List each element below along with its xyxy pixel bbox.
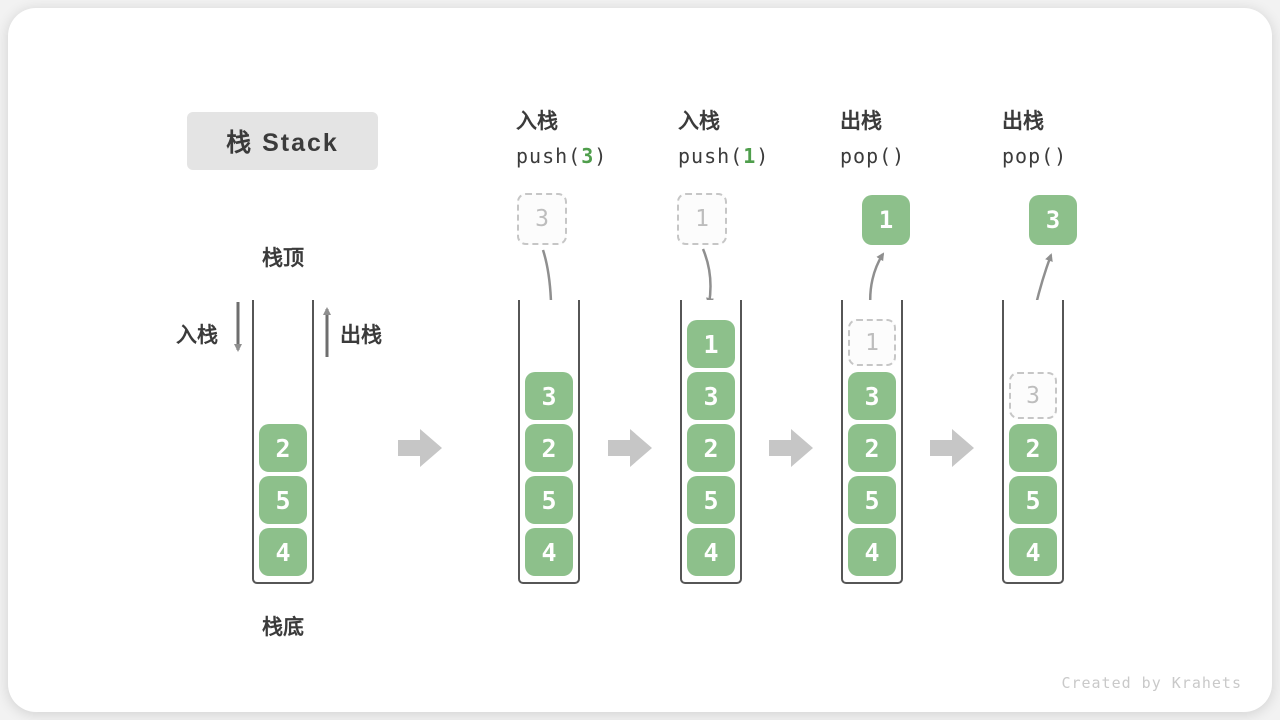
stack-block: 5 (1009, 476, 1057, 524)
removed-slot-ghost: 1 (848, 319, 896, 366)
stack-bottom-label: 栈底 (262, 616, 304, 639)
column-header-pop1: 出栈 pop() (840, 105, 980, 168)
column-header-pop2: 出栈 pop() (1002, 105, 1142, 168)
stack-block: 2 (525, 424, 573, 472)
watermark: Created by Krahets (1061, 674, 1242, 692)
stack-block: 4 (687, 528, 735, 576)
op-label: 入栈 (516, 110, 558, 133)
op-code: pop() (840, 144, 906, 168)
incoming-value-box: 1 (677, 193, 727, 245)
column-header-push3: 入栈 push(3) (516, 105, 656, 168)
stack-block: 5 (848, 476, 896, 524)
popped-value-box: 3 (1029, 195, 1077, 245)
op-code: push(1) (678, 144, 770, 168)
stack-block: 3 (687, 372, 735, 420)
popped-value-box: 1 (862, 195, 910, 245)
stack-block: 2 (259, 424, 307, 472)
column-header-push1: 入栈 push(1) (678, 105, 818, 168)
pop-legend-label: 出栈 (340, 324, 382, 347)
stack-block: 2 (848, 424, 896, 472)
stack-block: 5 (259, 476, 307, 524)
stack-block: 3 (848, 372, 896, 420)
stack-block: 2 (1009, 424, 1057, 472)
op-code: push(3) (516, 144, 608, 168)
incoming-value-box: 3 (517, 193, 567, 245)
stack-block: 4 (1009, 528, 1057, 576)
stack-block: 3 (525, 372, 573, 420)
op-label: 出栈 (840, 110, 882, 133)
stack-block: 4 (525, 528, 573, 576)
push-legend-label: 入栈 (176, 324, 218, 347)
op-label: 入栈 (678, 110, 720, 133)
stack-block: 4 (848, 528, 896, 576)
op-code: pop() (1002, 144, 1068, 168)
stack-block: 5 (525, 476, 573, 524)
stack-block: 5 (687, 476, 735, 524)
stack-block: 2 (687, 424, 735, 472)
page-title: 栈 Stack (187, 112, 378, 170)
stack-block: 1 (687, 320, 735, 368)
op-label: 出栈 (1002, 110, 1044, 133)
stack-block: 4 (259, 528, 307, 576)
stack-top-label: 栈顶 (262, 247, 304, 270)
removed-slot-ghost: 3 (1009, 372, 1057, 419)
